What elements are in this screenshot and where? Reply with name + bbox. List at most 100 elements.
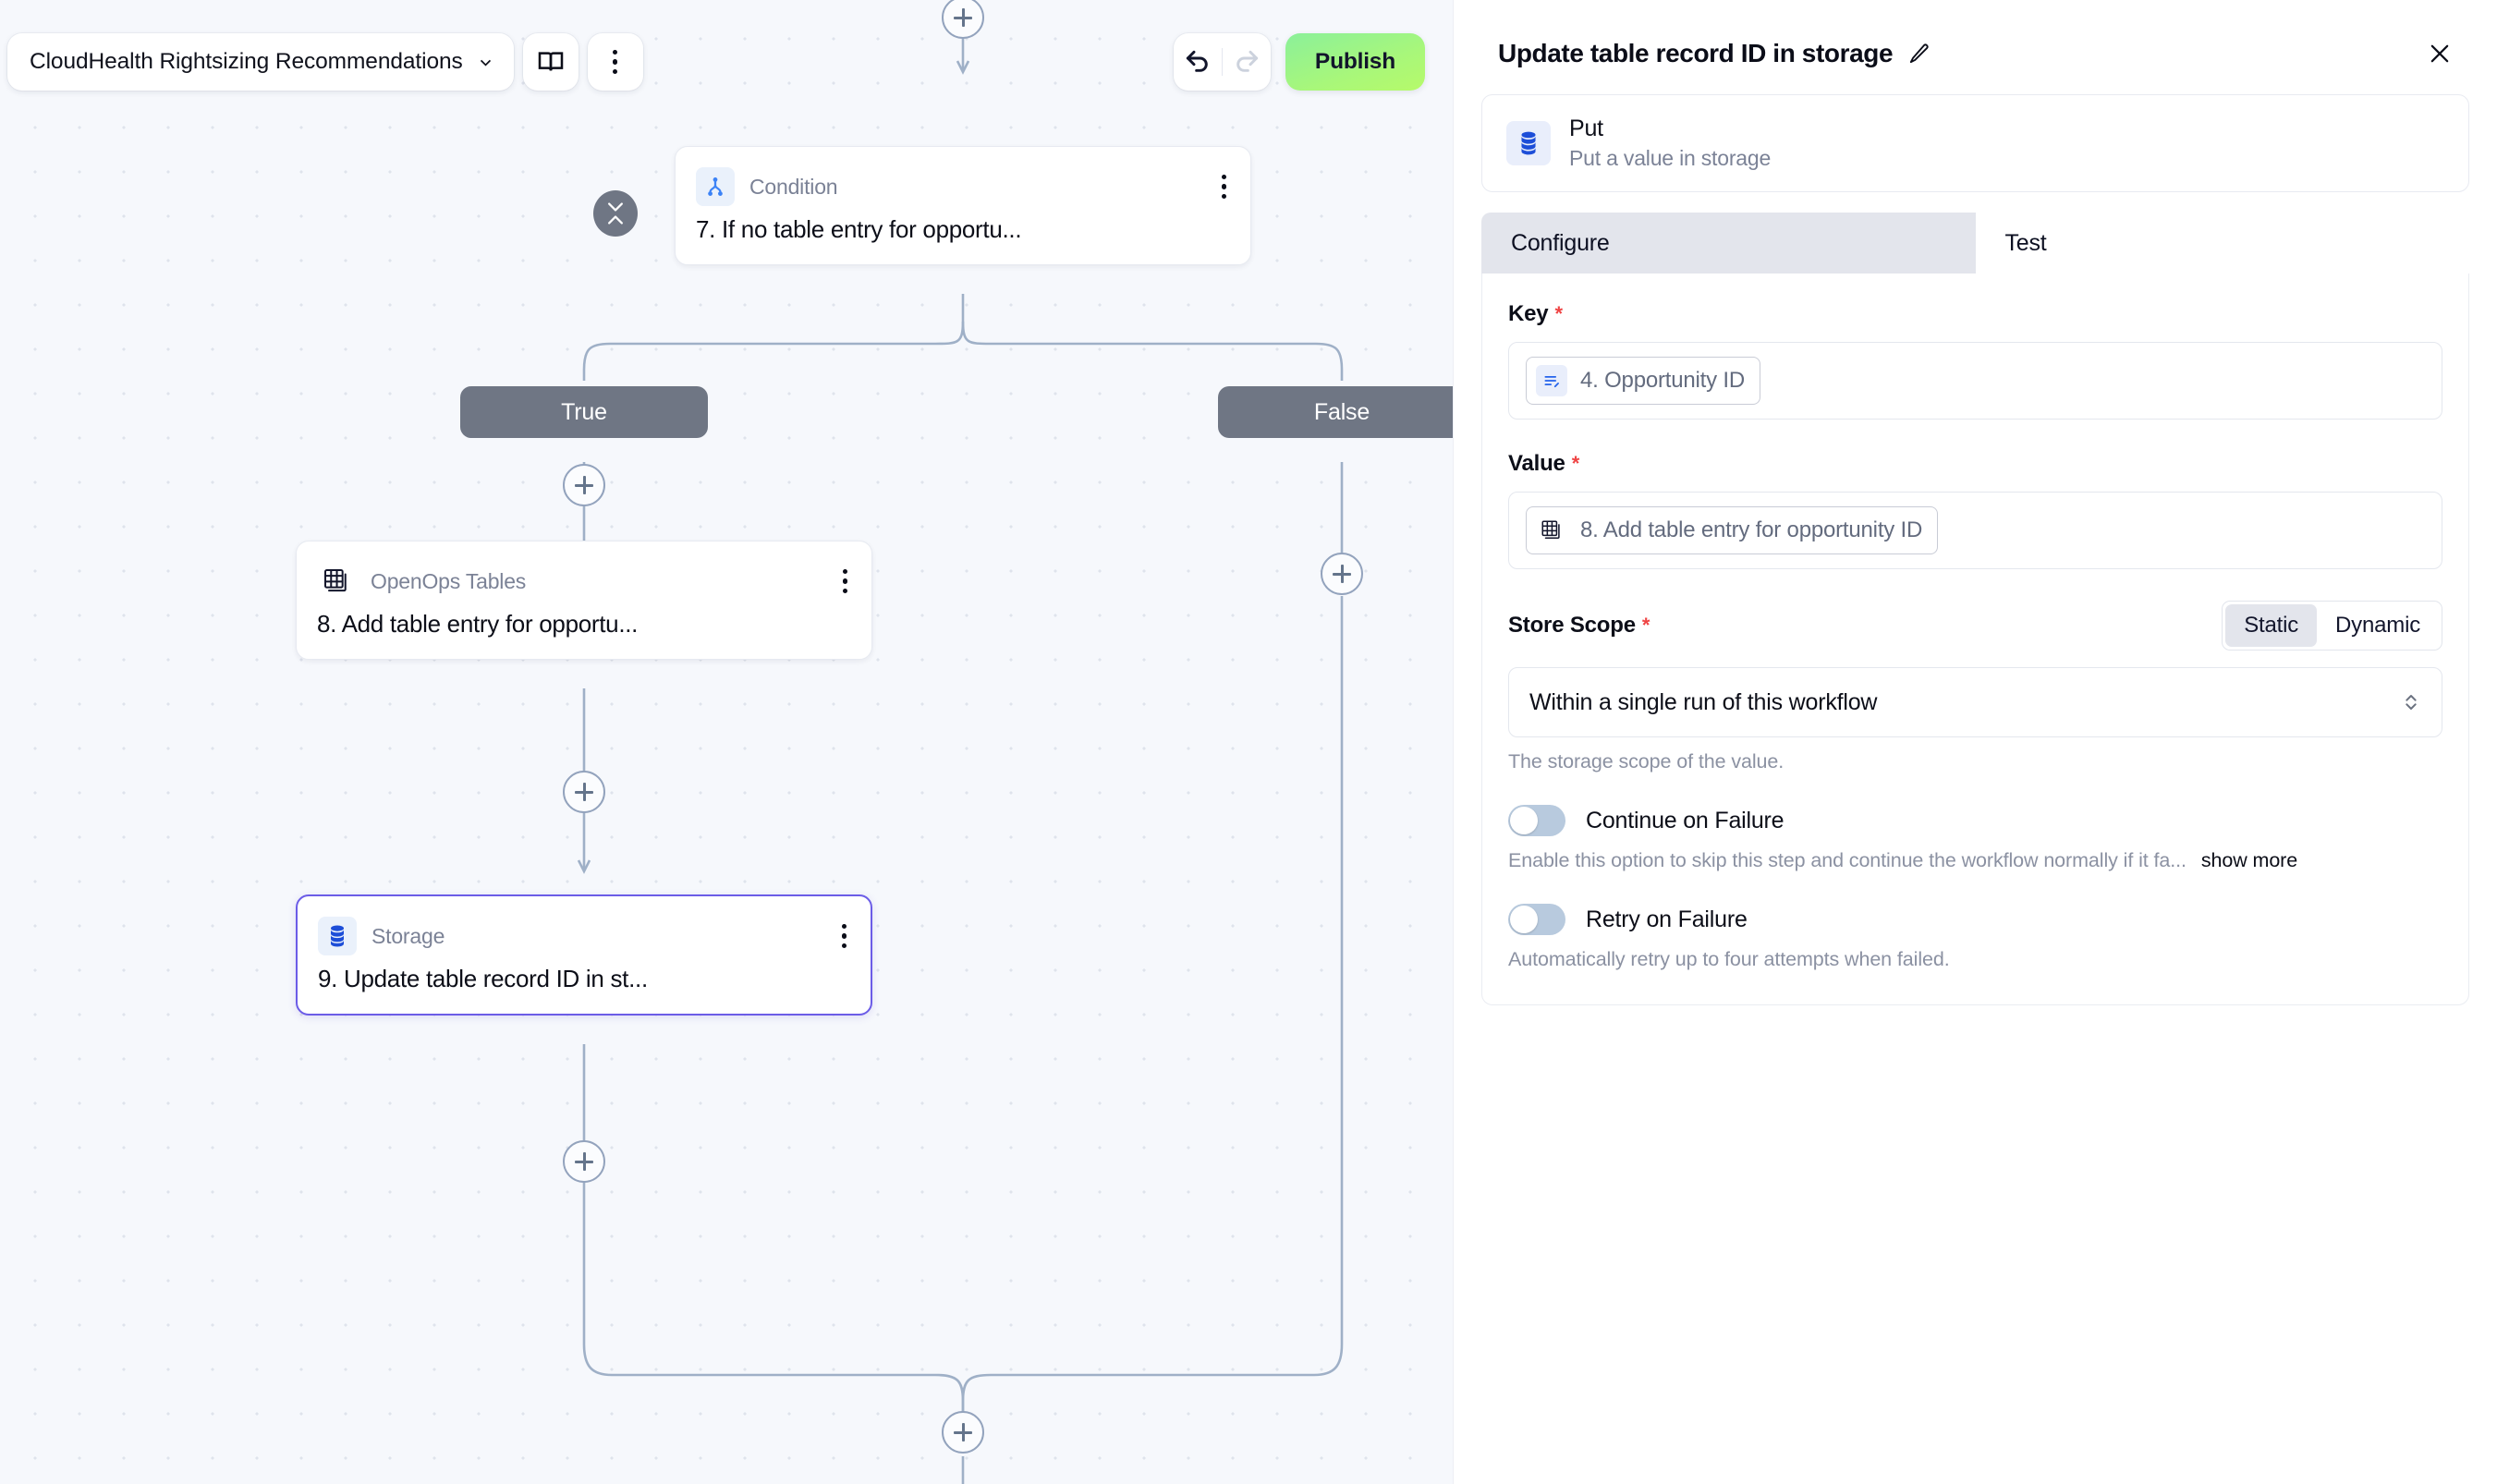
add-step-button-after-storage[interactable] [563,1140,605,1183]
field-continue-on-failure: Continue on Failure Enable this option t… [1508,805,2442,872]
field-store-scope: Store Scope * Static Dynamic Within a si… [1508,601,2442,773]
page-title: Update table record ID in storage [1498,39,1894,67]
redo-arrow-icon [1236,50,1259,72]
key-token-chip[interactable]: 4. Opportunity ID [1526,357,1761,405]
node-kind-label: Condition [749,174,838,199]
required-marker: * [1641,614,1650,637]
retry-on-failure-description-row: Automatically retry up to four attempts … [1508,948,2442,971]
branch-label-false[interactable]: False [1218,386,1453,438]
kebab-menu-icon [612,49,618,75]
configure-form: Key * 4. Opportunity ID [1481,274,2469,1005]
tab-label: Test [2004,229,2047,256]
add-step-button-false-branch[interactable] [1321,553,1363,595]
action-text-group: Put Put a value in storage [1569,116,1771,171]
workflow-node-openops-tables[interactable]: OpenOps Tables 8. Add table entry for op… [296,541,872,660]
retry-on-failure-label: Retry on Failure [1586,906,1748,932]
branch-label-text: False [1313,398,1370,425]
node-menu-button[interactable] [836,918,853,955]
panel-body: Put Put a value in storage Configure Tes… [1454,70,2497,1005]
continue-on-failure-row: Continue on Failure [1508,805,2442,836]
collapse-branch-toggle[interactable] [593,190,638,237]
branch-label-true[interactable]: True [460,386,708,438]
continue-on-failure-description-row: Enable this option to skip this step and… [1508,849,2442,872]
store-scope-header: Store Scope * Static Dynamic [1508,601,2442,651]
store-scope-select[interactable]: Within a single run of this workflow [1508,667,2442,737]
workflow-node-condition[interactable]: Condition 7. If no table entry for oppor… [675,146,1251,265]
panel-tabs: Configure Test [1481,213,2469,274]
node-menu-button[interactable] [1216,168,1233,206]
node-kind-label: Storage [372,923,445,948]
field-key: Key * 4. Opportunity ID [1508,301,2442,420]
add-step-button-after-tables[interactable] [563,771,605,813]
tab-configure[interactable]: Configure [1481,213,1976,274]
node-title: 8. Add table entry for opportu... [317,610,639,638]
required-marker: * [1554,302,1563,325]
action-name: Put [1569,116,1603,141]
label-text: Store Scope [1508,613,1636,638]
chevron-down-icon [480,59,491,67]
workflow-more-button[interactable] [587,33,643,91]
value-token-chip[interactable]: 8. Add table entry for opportunity ID [1526,506,1939,554]
value-input[interactable]: 8. Add table entry for opportunity ID [1508,492,2442,569]
text-lines-icon [1536,365,1567,396]
store-scope-selected-value: Within a single run of this workflow [1529,688,1878,715]
chip-label: 8. Add table entry for opportunity ID [1580,517,1923,542]
required-marker: * [1571,452,1580,475]
step-settings-panel: Update table record ID in storage [1453,0,2497,1484]
node-header: OpenOps Tables [297,541,871,601]
chip-label: 4. Opportunity ID [1580,368,1746,393]
static-dynamic-toggle: Static Dynamic [2222,601,2442,651]
book-icon [538,52,563,71]
store-scope-hint: The storage scope of the value. [1508,750,1784,772]
docs-button[interactable] [522,33,579,91]
tab-test[interactable]: Test [1975,213,2469,274]
add-step-button-true-branch[interactable] [563,464,605,506]
toggle-knob [1510,906,1538,933]
undo-redo-group [1173,33,1271,91]
show-more-link[interactable]: show more [2200,849,2298,871]
branch-label-text: True [561,398,607,425]
action-summary-card[interactable]: Put Put a value in storage [1481,94,2469,192]
key-input[interactable]: 4. Opportunity ID [1508,342,2442,420]
publish-button[interactable]: Publish [1285,33,1425,91]
workflow-node-storage[interactable]: Storage 9. Update table record ID in st.… [296,894,872,1016]
continue-on-failure-label: Continue on Failure [1586,807,1784,833]
chevron-up-down-icon [2401,689,2421,715]
node-title: 7. If no table entry for opportu... [696,215,1022,243]
field-label-store-scope: Store Scope * [1508,613,1650,639]
panel-header: Update table record ID in storage [1454,0,2497,70]
canvas-toolbar-right: Publish [1173,33,1425,91]
node-header: Condition [676,147,1250,206]
continue-on-failure-description: Enable this option to skip this step and… [1508,849,2186,871]
toggle-knob [1510,807,1538,834]
workflow-canvas[interactable]: CloudHealth Rightsizing Recommendations [0,0,1453,1484]
undo-arrow-icon [1186,50,1208,72]
field-label-value: Value * [1508,451,2442,477]
node-header: Storage [298,896,871,955]
undo-button[interactable] [1174,33,1222,91]
database-icon [318,917,357,955]
table-stack-icon [1536,515,1567,546]
node-menu-button[interactable] [837,563,854,601]
redo-button[interactable] [1223,33,1271,91]
workflow-selector[interactable]: CloudHealth Rightsizing Recommendations [7,33,514,91]
field-value: Value * 8. Add tab [1508,451,2442,569]
chevron-up-icon [608,215,623,225]
action-description: Put a value in storage [1569,146,1772,170]
pencil-icon[interactable] [1907,42,1931,66]
segment-static[interactable]: Static [2225,604,2318,647]
close-icon[interactable] [2423,37,2456,70]
label-text: Value [1508,451,1565,476]
toolbar-divider [1221,48,1223,76]
field-retry-on-failure: Retry on Failure Automatically retry up … [1508,904,2442,971]
continue-on-failure-toggle[interactable] [1508,805,1565,836]
add-step-button-after-merge[interactable] [942,1411,984,1454]
node-title: 9. Update table record ID in st... [318,965,648,992]
segment-dynamic[interactable]: Dynamic [2335,613,2420,638]
retry-on-failure-toggle[interactable] [1508,904,1565,935]
database-icon [1506,121,1551,165]
retry-on-failure-row: Retry on Failure [1508,904,2442,935]
chevron-down-icon [608,202,623,212]
add-step-button-top[interactable] [942,0,984,39]
canvas-toolbar-left: CloudHealth Rightsizing Recommendations [7,33,643,91]
